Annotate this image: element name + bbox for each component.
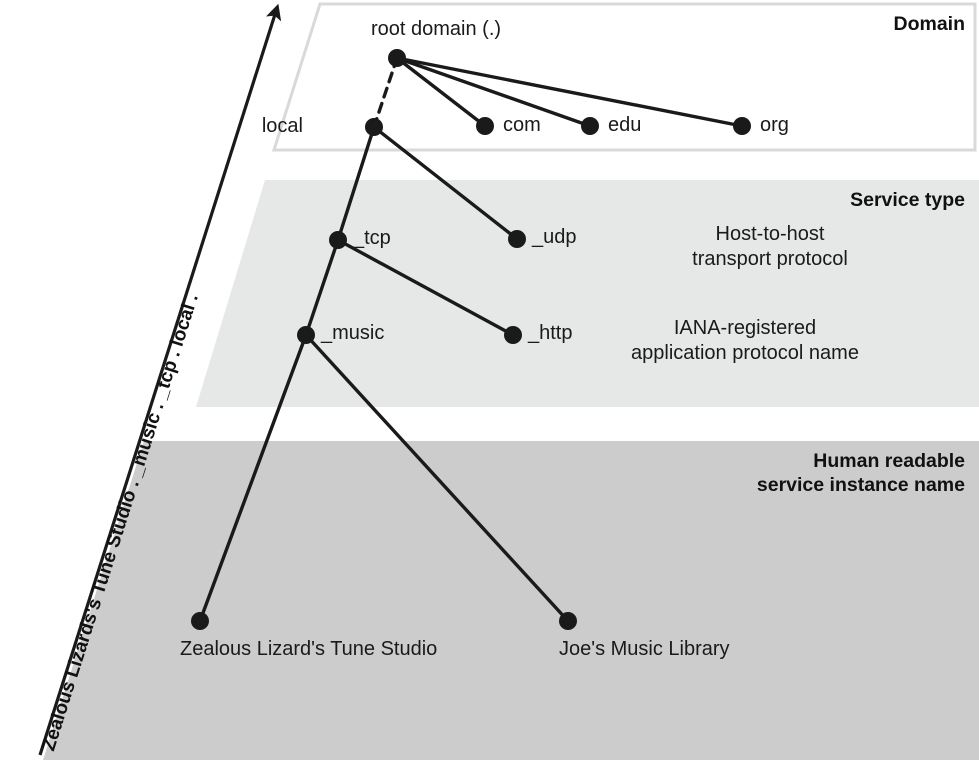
node-label-local: local	[261, 115, 303, 137]
axis-arrow	[38, 3, 282, 756]
node-edu[interactable]	[581, 117, 599, 135]
edge-local-to-udp	[372, 125, 519, 241]
node-label-joe: Joe's Music Library	[559, 638, 730, 660]
band-service-type	[196, 180, 979, 407]
node-label-edu: edu	[608, 114, 642, 136]
node-joe[interactable]	[559, 612, 577, 630]
node-local[interactable]	[365, 118, 383, 136]
band-title-domain: Domain	[893, 13, 965, 35]
edge-root-to-org	[395, 56, 744, 128]
node-studio[interactable]	[191, 612, 209, 630]
edge-root-to-edu	[395, 56, 592, 128]
node-label-org: org	[760, 114, 789, 136]
edge-root-to-local	[372, 56, 399, 129]
band-human-readable	[43, 441, 979, 760]
node-root[interactable]	[388, 49, 406, 67]
application-note: IANA-registered application protocol nam…	[631, 317, 859, 364]
band-title-human-readable: Human readable service instance name	[756, 450, 965, 496]
edge-local-to-tcp	[336, 125, 376, 242]
transport-note: Host-to-host transport protocol	[692, 223, 848, 270]
node-label-http: _http	[528, 322, 573, 344]
node-label-com: com	[503, 114, 541, 136]
node-label-studio: Zealous Lizard's Tune Studio	[180, 638, 438, 660]
band-title-service-type: Service type	[850, 189, 965, 211]
edge-tcp-to-http	[336, 238, 515, 337]
node-org[interactable]	[733, 117, 751, 135]
edge-root-to-com	[395, 56, 487, 128]
node-label-root: root domain (.)	[371, 18, 502, 40]
band-domain	[271, 2, 977, 152]
node-label-udp: _udp	[532, 226, 577, 248]
node-label-music: _music	[321, 322, 385, 344]
edge-tcp-to-music	[304, 238, 340, 337]
node-http[interactable]	[504, 326, 522, 344]
node-com[interactable]	[476, 117, 494, 135]
node-label-tcp: _tcp	[353, 227, 391, 249]
edge-music-to-joe	[304, 333, 570, 623]
node-tcp[interactable]	[329, 231, 347, 249]
node-music[interactable]	[297, 326, 315, 344]
node-udp[interactable]	[508, 230, 526, 248]
edge-music-to-studio	[198, 333, 308, 623]
